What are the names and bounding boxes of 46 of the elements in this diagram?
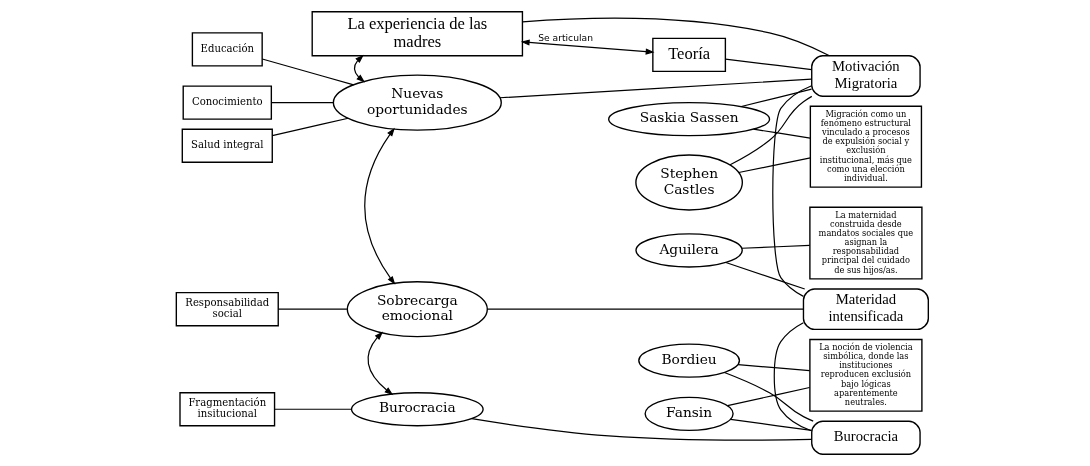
connector — [723, 371, 814, 422]
connector — [771, 85, 812, 297]
node-ellipse: Stephen Castles — [634, 154, 743, 211]
node-box: Salud integral — [181, 128, 273, 163]
node-box: Materidad intensificada — [802, 288, 929, 331]
node-ellipse: Bordieu — [637, 343, 740, 378]
node-box: Fragmentación insitucional — [178, 392, 275, 427]
node-box: Migración como un fenómeno estructural vinculado a procesos de expulsión social y exclusión institucional, más que como una elección individual. — [809, 105, 922, 188]
connector — [740, 88, 812, 108]
node-box: Educación — [191, 32, 263, 67]
node-box: Teoría — [651, 37, 726, 73]
connector — [740, 244, 810, 249]
arrow — [353, 54, 365, 83]
node-box: Burocracia — [810, 420, 921, 455]
arrow — [366, 331, 393, 396]
connector — [724, 261, 805, 290]
connector — [470, 418, 812, 441]
node-box: Conocimiento — [182, 85, 272, 120]
node-ellipse: Saskia Sassen — [607, 101, 770, 137]
connector — [773, 322, 812, 432]
arrow — [520, 39, 654, 55]
connector — [486, 308, 804, 310]
connector — [729, 418, 812, 432]
connector — [277, 308, 347, 310]
node-ellipse: Aguilera — [634, 233, 743, 268]
node-box: Motivación Migratoria — [810, 55, 921, 97]
node-box: La noción de violencia simbólica, donde las instituciones reproducen exclusión bajo lógicas aparentemente neutrales. — [808, 338, 923, 412]
connector — [729, 95, 812, 166]
node-box: La experiencia de las madres — [311, 11, 523, 57]
connector — [270, 102, 334, 104]
connector — [724, 58, 812, 71]
connector — [752, 128, 811, 139]
connector — [737, 157, 811, 174]
connector — [273, 408, 352, 410]
connector — [521, 17, 830, 57]
connector — [271, 117, 349, 137]
arrow — [363, 127, 395, 285]
node-ellipse: Burocracia — [350, 392, 484, 427]
connector — [726, 386, 810, 407]
connector — [737, 364, 810, 372]
node-box: La maternidad construida desde mandatos sociales que asignan la responsabilidad principal del cuidado de sus hijos/as. — [808, 206, 923, 280]
node-ellipse: Fansin — [643, 396, 734, 432]
edge-label: Se articulan — [537, 32, 593, 44]
connector — [261, 58, 354, 86]
node-box: Responsabilidad social — [175, 292, 279, 327]
connector — [498, 78, 812, 99]
